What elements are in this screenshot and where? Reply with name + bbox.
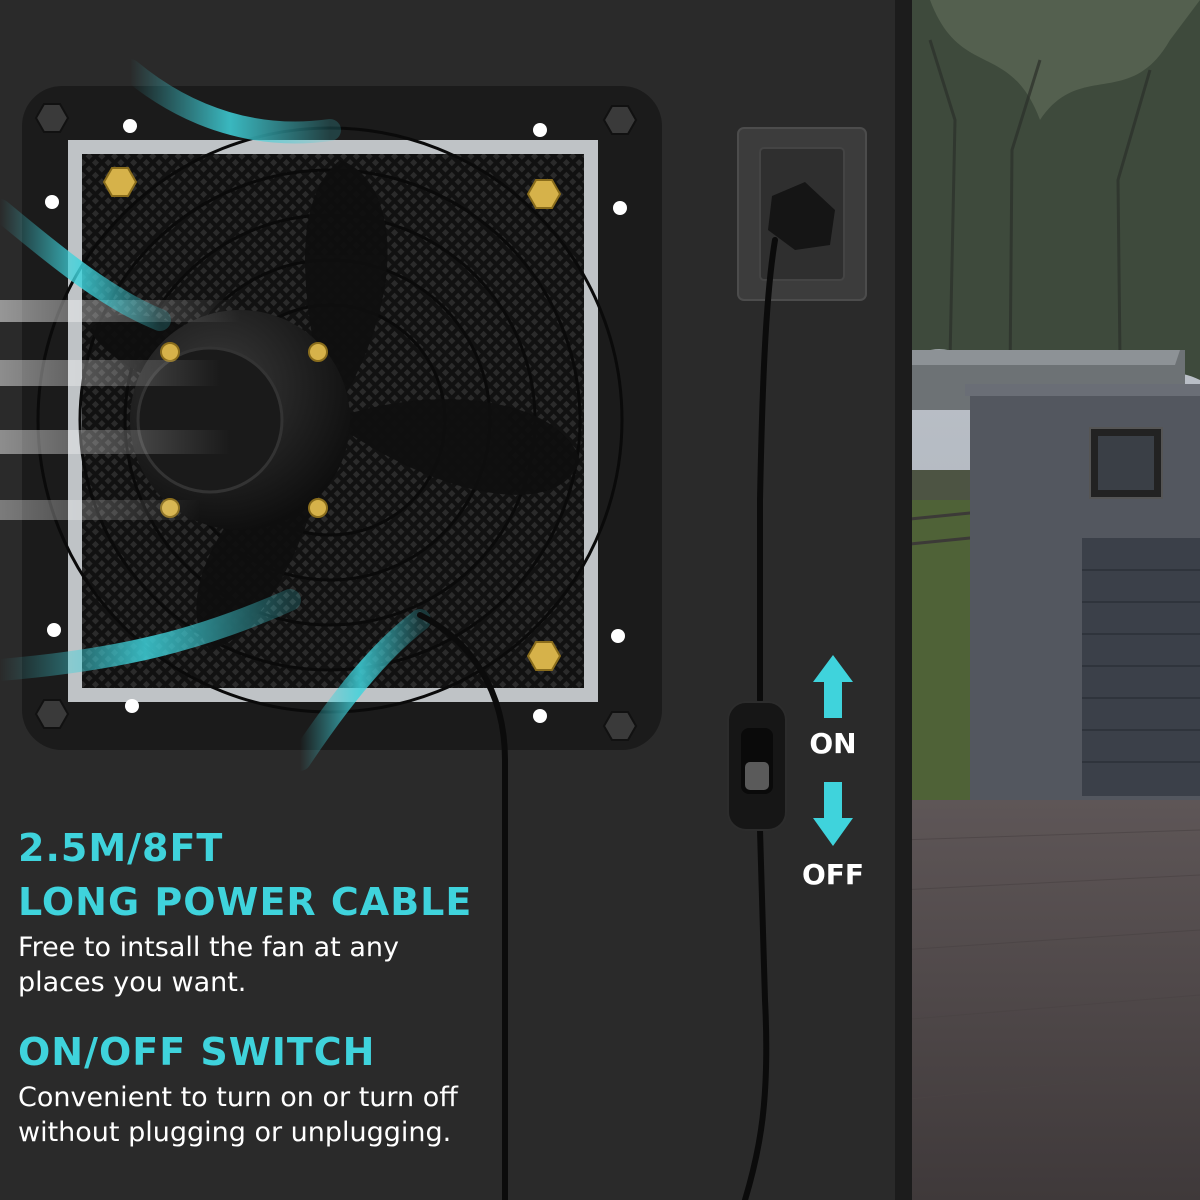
switch-on-label: ON xyxy=(809,727,857,760)
cable-length-heading: 2.5M/8FT xyxy=(18,826,224,870)
arrow-up-icon xyxy=(813,655,853,718)
outdoor-background xyxy=(899,0,1200,1200)
switch-feature-description: Convenient to turn on or turn off withou… xyxy=(18,1082,458,1148)
cable-feature-description: Free to intsall the fan at any places yo… xyxy=(18,932,399,998)
arrow-down-icon xyxy=(813,782,853,846)
power-cable xyxy=(417,237,778,1200)
cable-feature-heading: LONG POWER CABLE xyxy=(18,880,473,924)
exhaust-fan xyxy=(0,59,662,771)
switch-feature-heading: ON/OFF SWITCH xyxy=(18,1030,376,1074)
inline-switch xyxy=(727,701,787,831)
wall-socket xyxy=(737,127,867,301)
switch-off-label: OFF xyxy=(801,858,865,891)
